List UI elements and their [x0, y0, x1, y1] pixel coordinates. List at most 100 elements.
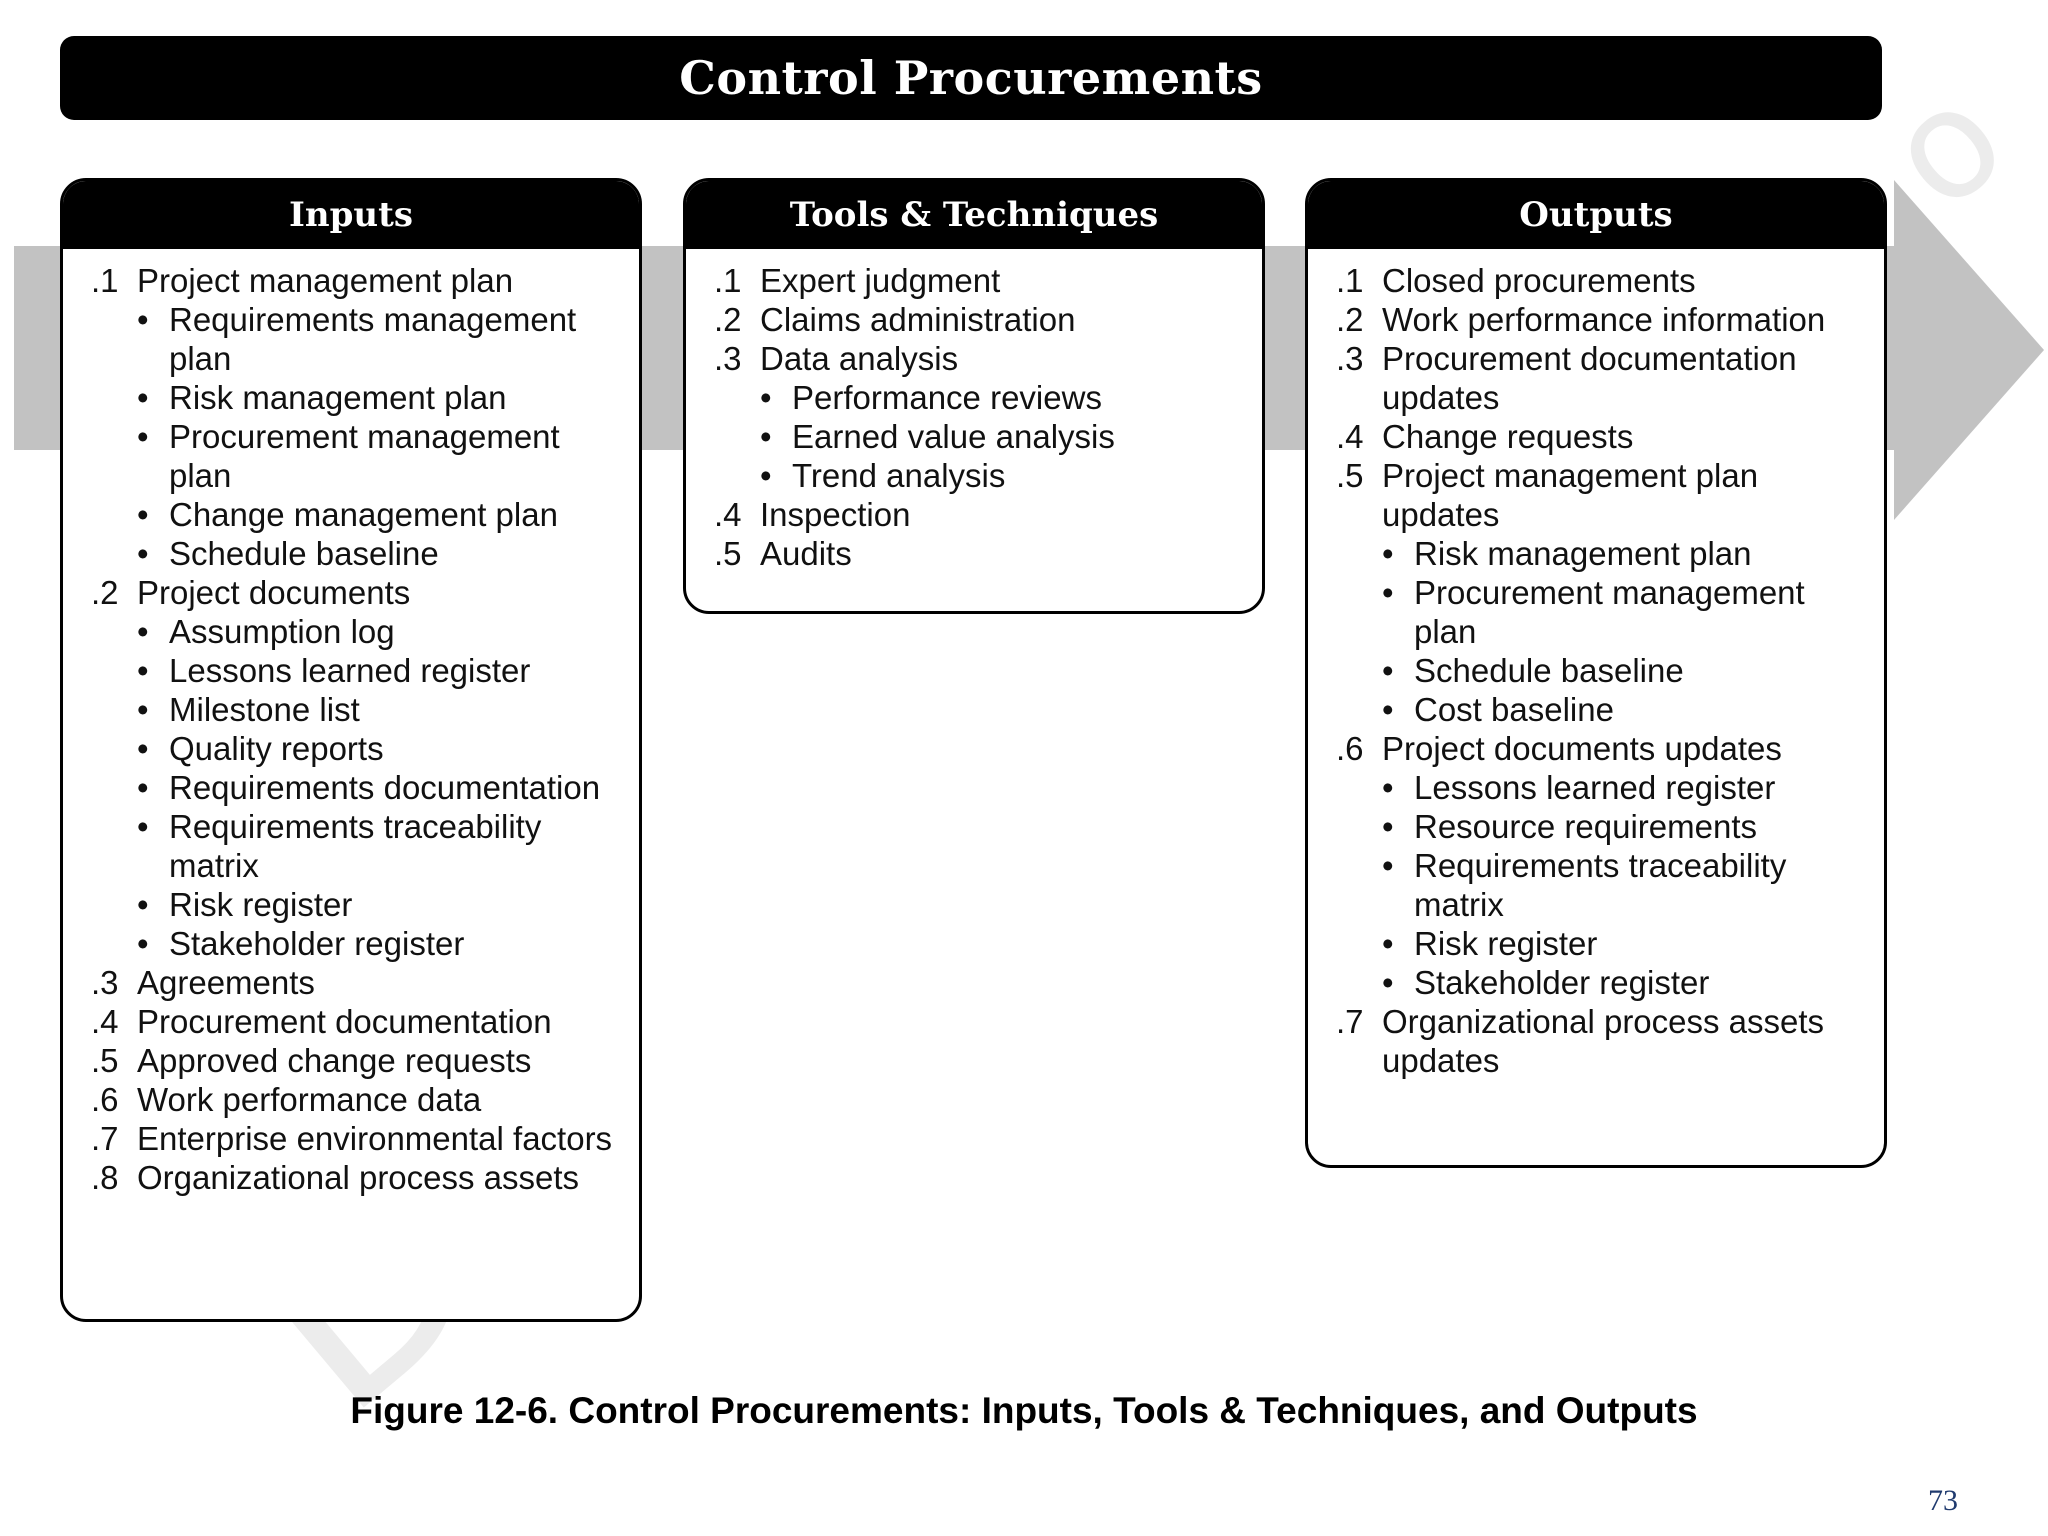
inputs-subitem: • Schedule baseline [91, 534, 619, 573]
item-number: .1 [714, 262, 742, 299]
bullet-icon: • [1382, 769, 1394, 806]
subitem-text: Requirements traceability matrix [169, 808, 542, 884]
bullet-icon: • [137, 496, 149, 533]
item-text: Data analysis [760, 340, 959, 377]
inputs-subitem: •Assumption log [91, 612, 619, 651]
outputs-subitem: •Cost baseline [1336, 690, 1864, 729]
item-number: .5 [714, 535, 742, 572]
inputs-item: .6 Work performance data [91, 1080, 619, 1119]
bullet-icon: • [1382, 847, 1394, 884]
item-text: Claims administration [760, 301, 1076, 338]
bullet-icon: • [137, 418, 149, 455]
item-number: .2 [1336, 301, 1364, 338]
bullet-icon: • [1382, 925, 1394, 962]
outputs-subitem: •Stakeholder register [1336, 963, 1864, 1002]
item-text: Inspection [760, 496, 911, 533]
item-number: .4 [1336, 418, 1364, 455]
item-text: Agreements [137, 964, 315, 1001]
item-number: .6 [91, 1081, 119, 1118]
subitem-text: Earned value analysis [792, 418, 1115, 455]
inputs-subitem: • Requirements documentation [91, 768, 619, 807]
inputs-subitem: • Requirements traceability matrix [91, 807, 619, 885]
inputs-subitem: • Risk register [91, 885, 619, 924]
outputs-item: .4 Change requests [1336, 417, 1864, 456]
bullet-icon: • [760, 379, 772, 416]
item-number: .4 [91, 1003, 119, 1040]
tools-item: .3 Data analysis [714, 339, 1242, 378]
tools-subitem: •Performance reviews [714, 378, 1242, 417]
item-text: Organizational process assets [137, 1159, 580, 1196]
bullet-icon: • [137, 886, 149, 923]
tools-subitem: • Trend analysis [714, 456, 1242, 495]
outputs-item: .6 Project documents updates [1336, 729, 1864, 768]
item-text: Project management plan updates [1382, 457, 1759, 533]
outputs-item: .1 Closed procurements [1336, 261, 1864, 300]
item-number: .1 [1336, 262, 1364, 299]
tools-heading: Tools & Techniques [686, 181, 1262, 249]
inputs-subitem: •Risk management plan [91, 378, 619, 417]
subitem-text: Schedule baseline [1414, 652, 1684, 689]
outputs-subitem: •Risk management plan [1336, 534, 1864, 573]
inputs-subitem: •Milestone list [91, 690, 619, 729]
outputs-subitem: •Lessons learned register [1336, 768, 1864, 807]
inputs-subitem: •Change management plan [91, 495, 619, 534]
item-text: Closed procurements [1382, 262, 1696, 299]
bullet-icon: • [1382, 691, 1394, 728]
item-number: .3 [714, 340, 742, 377]
bullet-icon: • [760, 418, 772, 455]
bullet-icon: • [1382, 652, 1394, 689]
bullet-icon: • [760, 457, 772, 494]
item-text: Project documents [137, 574, 411, 611]
item-number: .3 [1336, 340, 1364, 377]
item-text: Work performance information [1382, 301, 1826, 338]
item-text: Change requests [1382, 418, 1634, 455]
outputs-subitem: •Risk register [1336, 924, 1864, 963]
bullet-icon: • [137, 769, 149, 806]
page-number: 73 [1928, 1484, 1958, 1517]
outputs-list: .1 Closed procurements .2 Work performance … [1308, 249, 1884, 1080]
subitem-text: Risk register [169, 886, 353, 923]
bullet-icon: • [137, 730, 149, 767]
item-number: .5 [91, 1042, 119, 1079]
subitem-text: Requirements documentation [169, 769, 601, 806]
bullet-icon: • [137, 808, 149, 845]
subitem-text: Schedule baseline [169, 535, 439, 572]
subitem-text: Stakeholder register [1414, 964, 1710, 1001]
item-number: .6 [1336, 730, 1364, 767]
item-number: .5 [1336, 457, 1364, 494]
subitem-text: Procurement management plan [1414, 574, 1805, 650]
inputs-subitem: •Procurement management plan [91, 417, 619, 495]
bullet-icon: • [137, 535, 149, 572]
outputs-subitem: • Procurement management plan [1336, 573, 1864, 651]
figure-caption: Figure 12-6. Control Procurements: Input… [350, 1390, 1698, 1431]
title-bar: Control Procurements [60, 36, 1882, 120]
subitem-text: Milestone list [169, 691, 360, 728]
tools-subitem: • Earned value analysis [714, 417, 1242, 456]
bullet-icon: • [137, 379, 149, 416]
outputs-subitem: •Resource requirements [1336, 807, 1864, 846]
item-number: .7 [1336, 1003, 1364, 1040]
subitem-text: Assumption log [169, 613, 395, 650]
inputs-subitem: •Lessons learned register [91, 651, 619, 690]
subitem-text: Requirements management plan [169, 301, 577, 377]
bullet-icon: • [1382, 574, 1394, 611]
item-text: Project documents updates [1382, 730, 1782, 767]
subitem-text: Lessons learned register [169, 652, 531, 689]
subitem-text: Trend analysis [792, 457, 1006, 494]
inputs-heading: Inputs [63, 181, 639, 249]
item-text: Work performance data [137, 1081, 482, 1118]
